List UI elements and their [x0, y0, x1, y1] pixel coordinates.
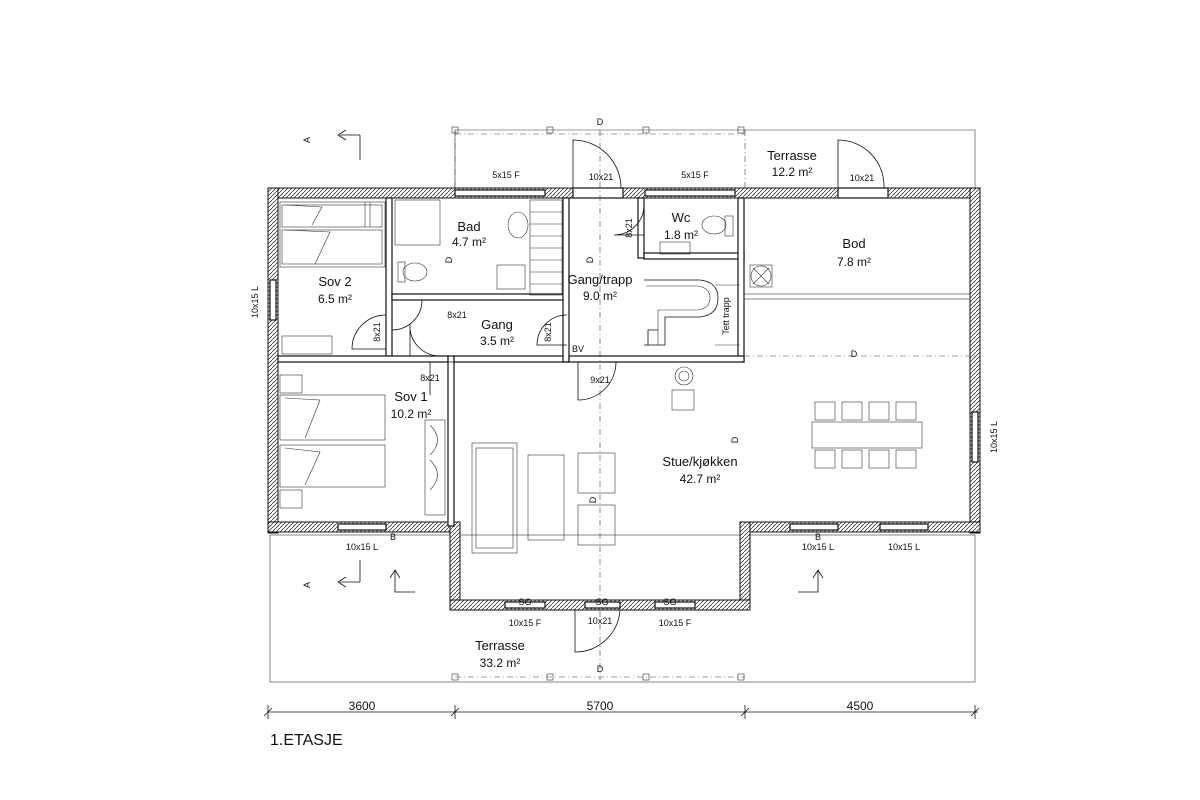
window-label: 5x15 F: [492, 170, 520, 180]
interior-walls: [277, 197, 971, 527]
room-area-stue: 42.7 m²: [680, 472, 721, 486]
sg-label: SG: [518, 597, 531, 607]
dimension-labels: 3600 5700 4500: [349, 699, 874, 713]
room-name-bad: Bad: [457, 219, 480, 234]
door-label: 8x21: [372, 322, 382, 342]
door-label: 8x21: [447, 310, 467, 320]
room-name-sov2: Sov 2: [318, 274, 351, 289]
door-label: 8x21: [420, 373, 440, 383]
room-area-sov1: 10.2 m²: [391, 407, 432, 421]
room-name-stue: Stue/kjøkken: [662, 454, 737, 469]
marker-d: D: [597, 117, 604, 127]
door-label: 10x21: [588, 616, 613, 626]
window-label: 10x15 L: [802, 542, 834, 552]
room-area-bad: 4.7 m²: [452, 235, 486, 249]
beds: [279, 201, 446, 516]
room-name-gangtrapp: Gang/trapp: [567, 272, 632, 287]
living-furniture: [471, 366, 695, 554]
room-name-gang: Gang: [481, 317, 513, 332]
room-area-gang: 3.5 m²: [480, 334, 514, 348]
bod-drain: [749, 264, 773, 288]
room-area-gangtrapp: 9.0 m²: [583, 289, 617, 303]
window-label: 10x15 L: [346, 542, 378, 552]
stair-note: Tett trapp: [721, 297, 731, 335]
room-name-terrasse-top: Terrasse: [767, 148, 817, 163]
room-name-terrasse-bottom: Terrasse: [475, 638, 525, 653]
marker-d: D: [444, 256, 454, 263]
bv-label: BV: [572, 344, 584, 354]
window-label: 10x15 F: [659, 618, 692, 628]
door-swings: [351, 139, 885, 653]
room-area-sov2: 6.5 m²: [318, 292, 352, 306]
dimension-seg2: 5700: [587, 699, 614, 713]
window-label: 10x15 L: [888, 542, 920, 552]
door-label: 9x21: [590, 375, 610, 385]
dimension-seg3: 4500: [847, 699, 874, 713]
sg-label: SG: [595, 597, 608, 607]
door-label: 10x21: [589, 172, 614, 182]
section-a: A: [302, 582, 312, 588]
window-label: 10x15 L: [989, 421, 999, 453]
window-label: 10x15 L: [250, 286, 260, 318]
room-labels: Bad 4.7 m² Wc 1.8 m² Bod 7.8 m² Sov 2 6.…: [318, 148, 871, 670]
marker-d: D: [597, 664, 604, 674]
windows: [269, 187, 979, 609]
component-labels: 5x15 F 5x15 F 10x21 10x21 8x21 8x21 8x21…: [250, 117, 999, 674]
marker-d: D: [730, 436, 740, 443]
room-area-wc: 1.8 m²: [664, 228, 698, 242]
door-label: 10x21: [850, 173, 875, 183]
section-a: A: [302, 137, 312, 143]
dining-table: [811, 401, 923, 469]
room-area-bod: 7.8 m²: [837, 255, 871, 269]
marker-d: D: [851, 349, 858, 359]
staircase: [529, 199, 740, 346]
room-name-bod: Bod: [842, 236, 865, 251]
window-label: 5x15 F: [681, 170, 709, 180]
door-label: 8x21: [624, 218, 634, 238]
sg-label: SG: [663, 597, 676, 607]
section-b: B: [815, 532, 821, 542]
dimension-seg1: 3600: [349, 699, 376, 713]
section-markers: [337, 129, 975, 680]
room-name-sov1: Sov 1: [394, 389, 427, 404]
dimension-line: [263, 705, 980, 719]
marker-d: D: [588, 496, 598, 503]
window-label: 10x15 F: [509, 618, 542, 628]
room-area-terrasse-top: 12.2 m²: [772, 165, 813, 179]
drawing-title: 1.ETASJE: [270, 732, 343, 749]
bathroom-fixtures: [394, 199, 734, 290]
section-b: B: [390, 532, 396, 542]
room-name-wc: Wc: [672, 210, 691, 225]
door-label: 8x21: [543, 322, 553, 342]
room-area-terrasse-bottom: 33.2 m²: [480, 656, 521, 670]
marker-d: D: [585, 256, 595, 263]
